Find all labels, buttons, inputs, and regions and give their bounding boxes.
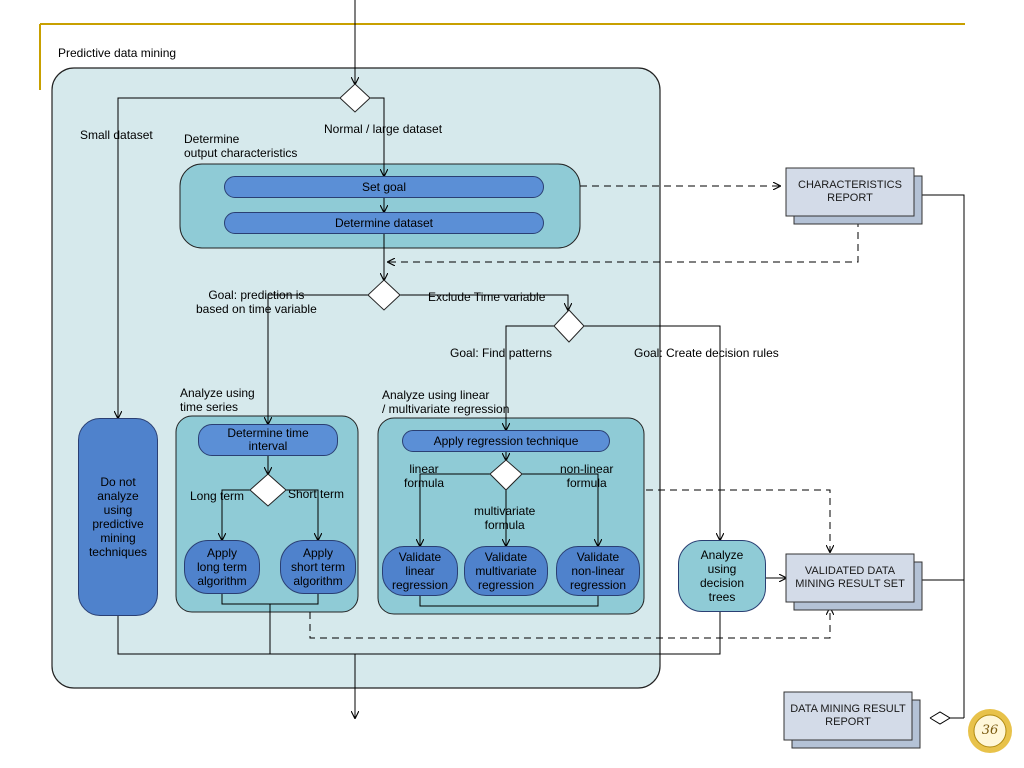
label-linear-formula: linear formula [404,462,445,490]
label-analyze-time-series: Analyze using time series [180,386,255,414]
box-analyze-trees: Analyze using decision trees [678,540,766,612]
header-rule [39,23,965,90]
box-determine-dataset: Determine dataset [224,212,544,234]
doc-validated-result-set [785,553,923,611]
doc-characteristics-report [785,167,923,225]
box-validate-multivariate: Validate multivariate regression [464,546,548,596]
decision-time-variable [367,279,401,311]
decision-formula [489,459,523,491]
label-goal-time: Goal: prediction is based on time variab… [196,288,317,316]
label-small-dataset: Small dataset [80,128,153,142]
doc-characteristics-report-label: CHARACTERISTICS REPORT [798,179,902,204]
doc-result-report-label: DATA MINING RESULT REPORT [790,703,906,728]
box-validate-nonlinear: Validate non-linear regression [556,546,640,596]
decision-goal [553,309,585,343]
label-analyze-regression: Analyze using linear / multivariate regr… [382,388,510,416]
box-set-goal: Set goal [224,176,544,198]
dashed-connectors [309,186,859,639]
label-short-term: Short term [288,487,345,501]
doc-result-report [783,691,921,749]
box-determine-interval: Determine time interval [198,424,338,456]
label-long-term: Long term [190,489,245,503]
page-title: Predictive data mining [58,46,177,60]
box-apply-regression: Apply regression technique [402,430,610,452]
box-do-not-analyze: Do not analyze using predictive mining t… [78,418,158,616]
box-apply-short: Apply short term algorithm [280,540,356,594]
label-exclude-time: Exclude Time variable [428,290,546,304]
label-multivariate-formula: multivariate formula [474,504,536,532]
solid-connectors [118,0,965,725]
decision-term [249,473,287,507]
label-nonlinear-formula: non-linear formula [560,462,614,490]
page-number: 36 [981,723,999,738]
decision-dataset-size [339,83,371,113]
box-validate-linear: Validate linear regression [382,546,458,596]
label-determine-output: Determine output characteristics [184,132,298,160]
label-goal-rules: Goal: Create decision rules [634,346,779,360]
doc-validated-result-set-label: VALIDATED DATA MINING RESULT SET [795,565,905,590]
label-normal-large: Normal / large dataset [324,122,443,136]
page-badge-icon [968,709,1012,753]
box-apply-long: Apply long term algorithm [184,540,260,594]
label-goal-patterns: Goal: Find patterns [450,346,553,360]
